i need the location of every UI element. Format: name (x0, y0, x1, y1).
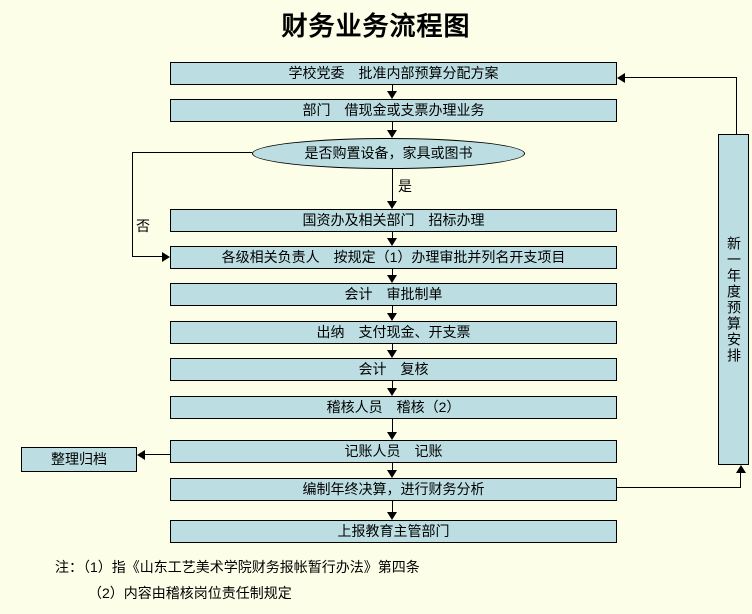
arrow-up-icon (736, 465, 746, 473)
arrow-down-icon (387, 470, 397, 478)
connector-line (392, 122, 393, 131)
connector-line (392, 501, 393, 513)
no-label: 否 (136, 216, 150, 236)
process-box-cashier-payment: 出纳 支付现金、开支票 (170, 321, 617, 344)
archive-box: 整理归档 (21, 447, 137, 472)
process-box-school-party-committee: 学校党委 批准内部预算分配方案 (170, 62, 617, 85)
process-box-department: 部门 借现金或支票办理业务 (170, 99, 617, 122)
new-year-budget-box: 新一年度预算安排 (718, 134, 749, 465)
arrow-left-icon (137, 450, 145, 460)
process-box-bookkeeper: 记账人员 记账 (170, 440, 617, 463)
arrow-down-icon (387, 313, 397, 321)
yes-label: 是 (398, 176, 412, 196)
budget-return-line (736, 77, 737, 134)
note-line-1: 注：（1）指《山东工艺美术学院财务报帐暂行办法》第四条 (55, 559, 420, 575)
connector-line (392, 381, 393, 389)
note-line-2: （2）内容由稽核岗位责任制规定 (88, 585, 292, 601)
connector-line-yes (392, 168, 393, 202)
budget-return-line (625, 77, 737, 78)
budget-feed-line (617, 487, 741, 488)
connector-line (392, 344, 393, 351)
no-branch-line (132, 152, 133, 257)
arrow-down-icon (387, 91, 397, 99)
arrow-right-icon (162, 252, 170, 262)
arrow-down-icon (387, 130, 397, 138)
connector-line (392, 419, 393, 433)
arrow-down-icon (387, 275, 397, 283)
no-branch-line (132, 152, 252, 153)
archive-line (145, 454, 170, 455)
arrow-left-icon (617, 73, 625, 83)
connector-line (392, 85, 393, 92)
arrow-down-icon (387, 388, 397, 396)
process-box-accountant-approval: 会计 审批制单 (170, 283, 617, 306)
arrow-down-icon (387, 350, 397, 358)
arrow-down-icon (387, 432, 397, 440)
budget-feed-line (740, 473, 741, 487)
process-box-auditor-audit: 稽核人员 稽核（2） (170, 396, 617, 419)
connector-line (392, 306, 393, 314)
page-title: 财务业务流程图 (281, 11, 471, 41)
connector-line (392, 232, 393, 239)
no-branch-line (132, 256, 162, 257)
process-box-year-end-settlement: 编制年终决算，进行财务分析 (170, 478, 617, 501)
connector-line (392, 463, 393, 471)
arrow-down-icon (387, 238, 397, 246)
arrow-down-icon (387, 201, 397, 209)
decision-ellipse-purchase: 是否购置设备，家具或图书 (252, 138, 525, 169)
process-box-accountant-review: 会计 复核 (170, 358, 617, 381)
arrow-down-icon (387, 512, 397, 520)
process-box-state-assets-office: 国资办及相关部门 招标办理 (170, 209, 617, 232)
process-box-responsible-persons: 各级相关负责人 按规定（1）办理审批并列名开支项目 (170, 246, 617, 269)
connector-line (392, 269, 393, 276)
process-box-report-education-dept: 上报教育主管部门 (170, 520, 617, 543)
